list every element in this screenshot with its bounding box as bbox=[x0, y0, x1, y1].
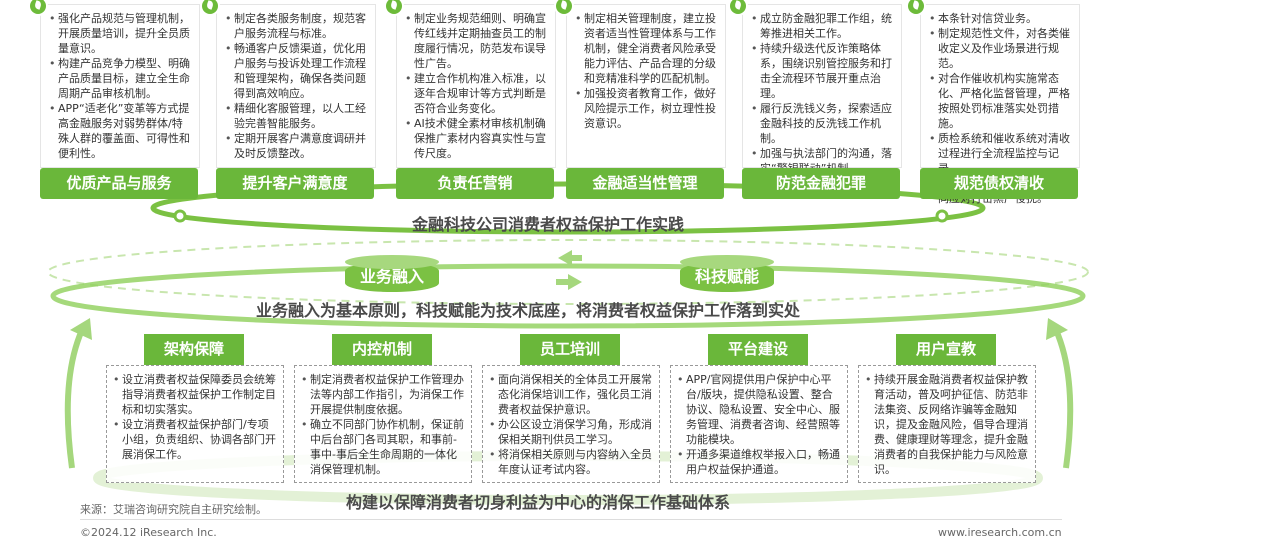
bottom-card-4: APP/官网提供用户保护中心平台/版块，提供隐私设置、整合协议、隐私设置、安全中… bbox=[670, 365, 848, 483]
top-card-item: 建立合作机构准入标准，以逐年合规审计等方式判断是否符合业务变化。 bbox=[405, 71, 549, 116]
bottom-label-5: 用户宣教 bbox=[896, 334, 996, 365]
bottom-card-item: 面向消保相关的全体员工开展常态化消保培训工作，强化员工消费者权益保护意识。 bbox=[489, 372, 653, 417]
top-card-item: 履行反洗钱义务，探索适应金融科技的反洗钱工作机制。 bbox=[751, 101, 895, 146]
bottom-card-item: 设立消费者权益保障委员会统筹指导消费者权益保护工作制定目标和切实落实。 bbox=[113, 372, 277, 417]
website: www.iresearch.com.cn bbox=[938, 526, 1062, 539]
top-card-4: 制定相关管理制度，建立投资者适当性管理体系与工作机制，健全消费者风险承受能力评估… bbox=[566, 4, 726, 168]
bottom-card-item: 设立消费者权益保护部门/专项小组，负责组织、协调各部门开展消保工作。 bbox=[113, 417, 277, 462]
top-card-item: 畅通客户反馈渠道，优化用户服务与投诉处理工作流程和管理架构，确保各类问题得到高效… bbox=[225, 41, 369, 101]
top-card-2: 制定各类服务制度，规范客户服务流程与标准。 畅通客户反馈渠道，优化用户服务与投诉… bbox=[216, 4, 376, 168]
top-card-item: 制定各类服务制度，规范客户服务流程与标准。 bbox=[225, 11, 369, 41]
top-card-3: 制定业务规范细则、明确宣传红线并定期抽查员工的制度履行情况，防范发布误导性广告。… bbox=[396, 4, 556, 168]
top-card-5: 成立防金融犯罪工作组，统筹推进相关工作。 持续升级迭代反诈策略体系，围绕识别管控… bbox=[742, 4, 902, 168]
bottom-label-2: 内控机制 bbox=[332, 334, 432, 365]
bottom-card-item: 开通多渠道维权举报入口，畅通用户权益保护通道。 bbox=[677, 447, 841, 477]
top-card-item: APP“适老化”变革等方式提高金融服务对弱势群体/特殊人群的覆盖面、可得性和便利… bbox=[49, 101, 193, 161]
middle-ellipse-dashed bbox=[48, 240, 1088, 304]
top-card-item: 制定规范性文件，对各类催收定义及作业场景进行规范。 bbox=[929, 26, 1073, 71]
bottom-label-4: 平台建设 bbox=[708, 334, 808, 365]
bottom-card-5: 持续开展金融消费者权益保护教育活动，普及呵护征信、防范非法集资、反网络诈骗等金融… bbox=[858, 365, 1036, 483]
bottom-card-1: 设立消费者权益保障委员会统筹指导消费者权益保护工作制定目标和切实落实。 设立消费… bbox=[106, 365, 284, 483]
top-card-item: 对合作催收机构实施常态化、严格化监督管理，严格按照处罚标准落实处罚措施。 bbox=[929, 71, 1073, 131]
copyright: ©2024.12 iResearch Inc. bbox=[80, 526, 217, 539]
bottom-label-1: 架构保障 bbox=[144, 334, 244, 365]
top-card-item: 持续升级迭代反诈策略体系，围绕识别管控服务和打击全流程环节展开重点治理。 bbox=[751, 41, 895, 101]
exchange-arrow-right bbox=[568, 274, 582, 290]
bottom-card-item: 确立不同部门协作机制，保证前中后台部门各司其职，和事前-事中-事后全生命周期的一… bbox=[301, 417, 465, 477]
bottom-card-3: 面向消保相关的全体员工开展常态化消保培训工作，强化员工消费者权益保护意识。 办公… bbox=[482, 365, 660, 483]
top-card-item: 构建产品竞争力模型、明确产品质量目标，建立全生命周期产品审核机制。 bbox=[49, 56, 193, 101]
top-card-item: 成立防金融犯罪工作组，统筹推进相关工作。 bbox=[751, 11, 895, 41]
bottom-card-2: 制定消费者权益保护工作管理办法等内部工作指引，为消保工作开展提供制度依据。 确立… bbox=[294, 365, 472, 483]
cylinder-top bbox=[345, 255, 439, 269]
foundation-title: 构建以保障消费者切身利益为中心的消保工作基础体系 bbox=[346, 489, 730, 513]
right-curved-arrow bbox=[1056, 330, 1070, 468]
top-card-item: 精细化客服管理，以人工经验完善智能服务。 bbox=[225, 101, 369, 131]
bottom-card-item: APP/官网提供用户保护中心平台/版块，提供隐私设置、整合协议、隐私设置、安全中… bbox=[677, 372, 841, 447]
top-card-item: 强化产品规范与管理机制，开展质量培训，提升全员质量意识。 bbox=[49, 11, 193, 56]
cylinder-top bbox=[680, 255, 774, 269]
practice-title: 金融科技公司消费者权益保护工作实践 bbox=[412, 211, 684, 235]
bottom-label-3: 员工培训 bbox=[520, 334, 620, 365]
bottom-card-item: 办公区设立消保学习角，形成消保相关期刊供员工学习。 bbox=[489, 417, 653, 447]
bottom-card-item: 制定消费者权益保护工作管理办法等内部工作指引，为消保工作开展提供制度依据。 bbox=[301, 372, 465, 417]
top-card-item: AI技术健全素材审核机制确保推广素材内容真实性与宣传尺度。 bbox=[405, 116, 549, 161]
top-card-item: 加强投资者教育工作，做好风险提示工作，树立理性投资意识。 bbox=[575, 86, 719, 131]
footer-divider bbox=[80, 519, 1062, 520]
top-card-1: 强化产品规范与管理机制，开展质量培训，提升全员质量意识。 构建产品竞争力模型、明… bbox=[40, 4, 200, 168]
top-card-item: 定期开展客户满意度调研并及时反馈整改。 bbox=[225, 131, 369, 161]
top-card-item: 本条针对信贷业务。 bbox=[929, 11, 1073, 26]
top-card-item: 制定业务规范细则、明确宣传红线并定期抽查员工的制度履行情况，防范发布误导性广告。 bbox=[405, 11, 549, 71]
top-card-item: 制定相关管理制度，建立投资者适当性管理体系与工作机制，健全消费者风险承受能力评估… bbox=[575, 11, 719, 86]
top-card-6: 本条针对信贷业务。 制定规范性文件，对各类催收定义及作业场景进行规范。 对合作催… bbox=[920, 4, 1080, 168]
bottom-card-item: 持续开展金融消费者权益保护教育活动，普及呵护征信、防范非法集资、反网络诈骗等金融… bbox=[865, 372, 1029, 477]
bottom-card-item: 将消保相关原则与内容纳入全员年度认证考试内容。 bbox=[489, 447, 653, 477]
source-note: 来源：艾瑞咨询研究院自主研究绘制。 bbox=[80, 501, 267, 517]
left-curved-arrow bbox=[68, 330, 82, 468]
principle-text: 业务融入为基本原则，科技赋能为技术底座，将消费者权益保护工作落到实处 bbox=[256, 297, 800, 321]
